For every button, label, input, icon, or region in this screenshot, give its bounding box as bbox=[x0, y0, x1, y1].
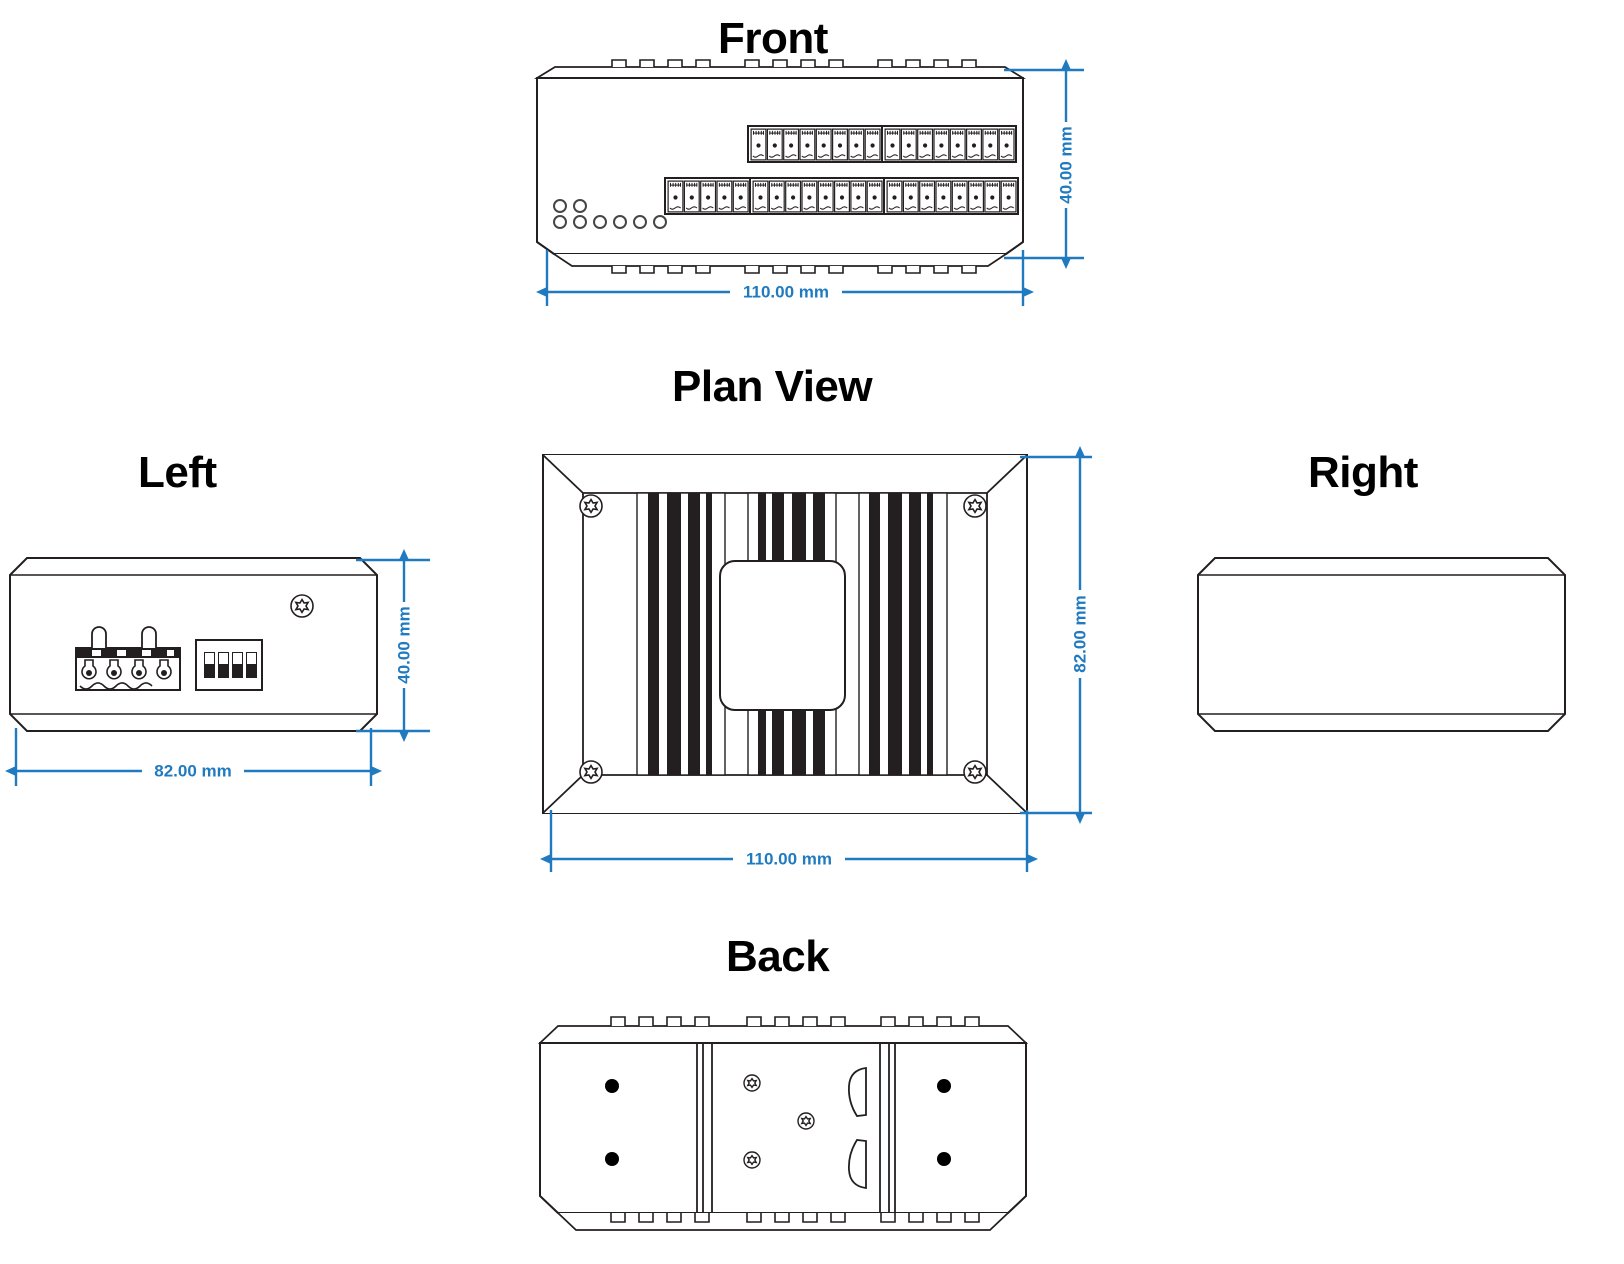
front-top-ridge bbox=[533, 59, 1027, 79]
left-view-group: 40.00 mm 82.00 mm bbox=[5, 549, 430, 786]
plan-dimension-depth-label: 82.00 mm bbox=[1070, 595, 1089, 673]
screw-icon bbox=[797, 1112, 815, 1130]
front-dimension-height-label: 40.00 mm bbox=[1056, 126, 1075, 204]
left-dimension-height-label: 40.00 mm bbox=[394, 606, 413, 684]
front-terminal-row-bottom bbox=[664, 177, 1019, 215]
back-body-outline bbox=[539, 1042, 1027, 1214]
screw-icon bbox=[963, 760, 987, 784]
plan-dimension-width bbox=[540, 810, 1038, 872]
screw-icon bbox=[579, 760, 603, 784]
screw-icon bbox=[963, 494, 987, 518]
screw-icon bbox=[743, 1151, 761, 1169]
back-din-clip bbox=[848, 1066, 867, 1190]
left-dimension-height bbox=[356, 549, 430, 742]
front-dimension-height bbox=[1004, 59, 1084, 269]
plan-label-pad bbox=[719, 560, 846, 711]
right-body-outline bbox=[1197, 557, 1566, 732]
right-view-group bbox=[1197, 557, 1566, 732]
front-view-group: 40.00 mm 110.00 mm bbox=[533, 59, 1084, 306]
front-led-holes bbox=[553, 199, 667, 229]
back-din-plate bbox=[696, 1043, 896, 1213]
front-terminal-row-top bbox=[747, 125, 1017, 163]
left-dip-switch bbox=[195, 639, 263, 691]
front-body-outline bbox=[536, 77, 1024, 255]
back-top-ridge bbox=[537, 1016, 1029, 1044]
screw-icon bbox=[743, 1074, 761, 1092]
front-bottom-ridge bbox=[536, 241, 1024, 274]
back-mounting-holes bbox=[605, 1079, 951, 1166]
screw-icon bbox=[579, 494, 603, 518]
plan-dimension-width-label: 110.00 mm bbox=[746, 849, 832, 868]
left-screw-terminal-block bbox=[75, 626, 181, 691]
screw-icon bbox=[290, 594, 314, 618]
left-body-outline bbox=[9, 557, 378, 732]
view-title-right: Right bbox=[1308, 448, 1418, 497]
left-dimension-depth bbox=[5, 728, 382, 786]
view-title-left: Left bbox=[138, 448, 217, 497]
left-dimension-depth-label: 82.00 mm bbox=[154, 761, 232, 780]
back-bottom-ridge bbox=[539, 1195, 1027, 1231]
view-title-front: Front bbox=[718, 14, 828, 63]
view-title-back: Back bbox=[726, 932, 830, 981]
plan-dimension-depth bbox=[1020, 446, 1092, 824]
plan-view-group: 82.00 mm 110.00 mm bbox=[540, 446, 1092, 872]
front-dimension-width bbox=[536, 250, 1034, 306]
back-view-group bbox=[537, 1016, 1029, 1231]
view-title-plan: Plan View bbox=[672, 362, 873, 411]
front-dimension-width-label: 110.00 mm bbox=[743, 282, 829, 301]
